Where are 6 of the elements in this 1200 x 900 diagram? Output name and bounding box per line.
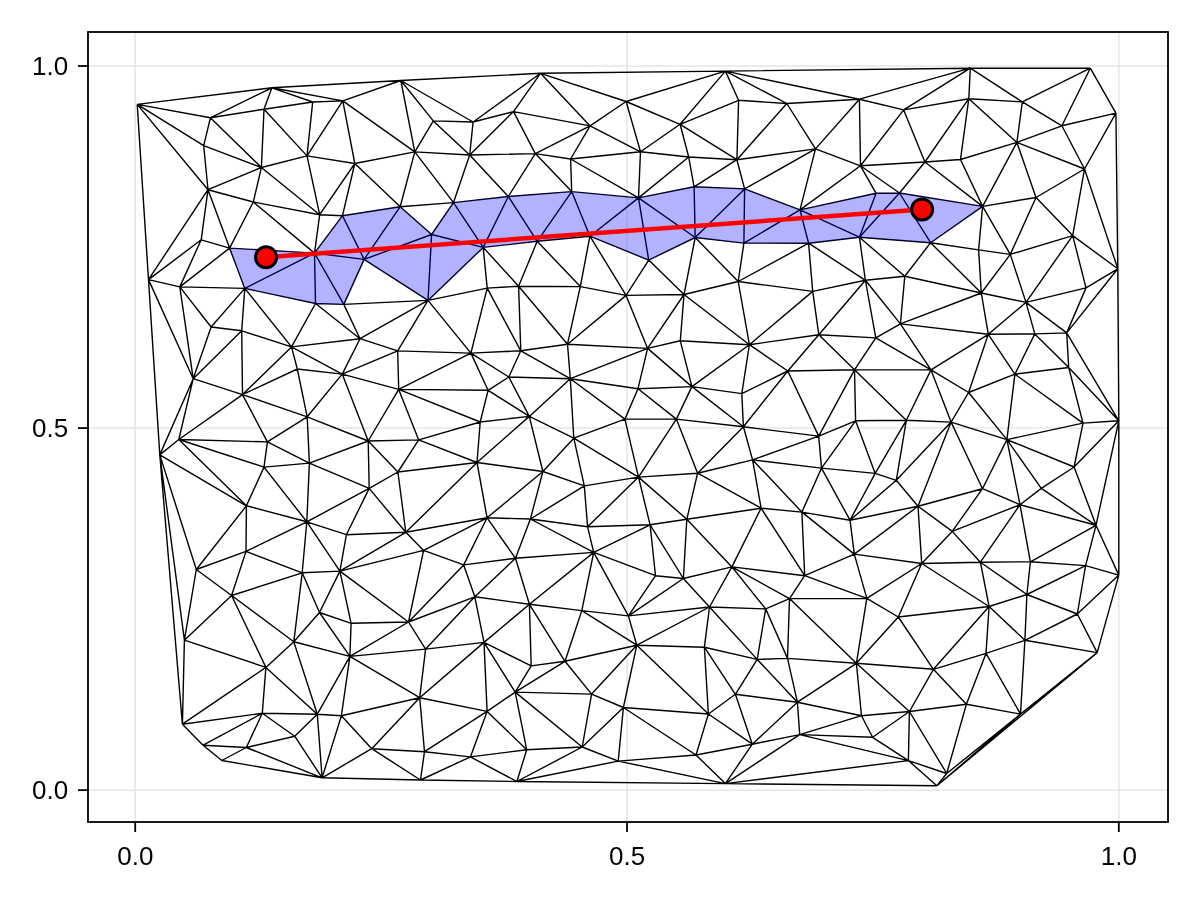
tick-label: 0.0 [32, 777, 69, 804]
tick-label: 1.0 [1100, 843, 1137, 869]
tick-label: 0.5 [32, 415, 69, 442]
tick-label: 1.0 [32, 53, 69, 80]
tick-label: 0.0 [117, 843, 154, 869]
tick-label: 0.5 [609, 843, 646, 869]
